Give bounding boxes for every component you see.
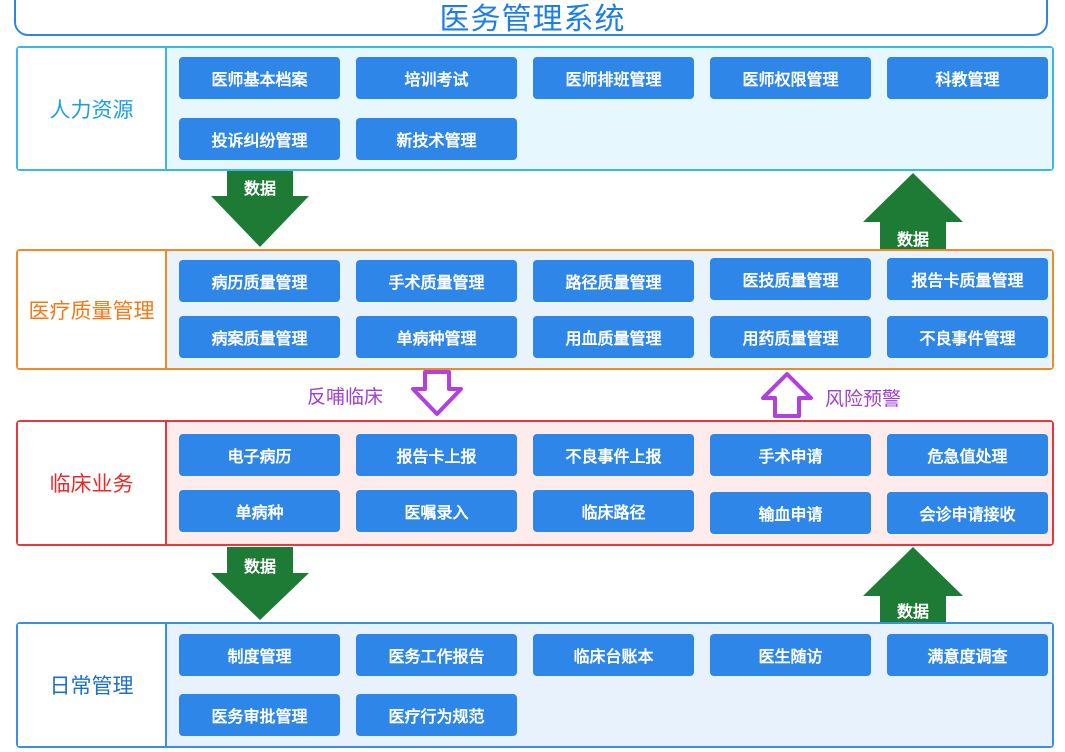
module-button[interactable]: 路径质量管理 [533, 260, 694, 302]
module-button[interactable]: 新技术管理 [356, 118, 517, 160]
module-button[interactable]: 医务审批管理 [179, 694, 340, 736]
risk-warning-label: 风险预警 [825, 388, 902, 410]
module-button[interactable]: 培训考试 [356, 57, 517, 99]
arrow-down-feedback [411, 370, 463, 416]
module-button[interactable]: 手术质量管理 [356, 260, 517, 302]
arrow-label-data: 数据 [896, 602, 929, 621]
module-button[interactable]: 医师排班管理 [533, 57, 694, 99]
module-button[interactable]: 医务工作报告 [356, 634, 517, 676]
module-button[interactable]: 危急值处理 [887, 434, 1048, 476]
section-daily-management: 日常管理 制度管理 医务工作报告 临床台账本 医生随访 满意度调查 医务审批管理… [16, 622, 1054, 748]
section-clinical-business: 临床业务 电子病历 报告卡上报 不良事件上报 手术申请 危急值处理 单病种 医嘱… [16, 420, 1054, 546]
section-label-daily-management: 日常管理 [18, 624, 167, 746]
section-label-clinical-business: 临床业务 [18, 422, 167, 544]
feedback-clinical-label: 反哺临床 [307, 386, 384, 408]
module-button[interactable]: 报告卡上报 [356, 434, 517, 476]
module-button[interactable]: 病历质量管理 [179, 260, 340, 302]
section-label-human-resources: 人力资源 [18, 48, 167, 169]
module-button[interactable]: 输血申请 [710, 492, 871, 534]
section-body-quality-management: 病历质量管理 手术质量管理 路径质量管理 医技质量管理 报告卡质量管理 病案质量… [167, 251, 1052, 368]
title-frame [14, 0, 1048, 36]
section-quality-management: 医疗质量管理 病历质量管理 手术质量管理 路径质量管理 医技质量管理 报告卡质量… [16, 249, 1054, 370]
module-button[interactable]: 投诉纠纷管理 [179, 118, 340, 160]
section-body-daily-management: 制度管理 医务工作报告 临床台账本 医生随访 满意度调查 医务审批管理 医疗行为… [167, 624, 1052, 746]
module-button[interactable]: 临床台账本 [533, 634, 694, 676]
module-button[interactable]: 用血质量管理 [533, 316, 694, 358]
module-button[interactable]: 单病种管理 [356, 316, 517, 358]
module-button[interactable]: 医师基本档案 [179, 57, 340, 99]
section-human-resources: 人力资源 医师基本档案 培训考试 医师排班管理 医师权限管理 科教管理 投诉纠纷… [16, 46, 1054, 171]
module-button[interactable]: 病案质量管理 [179, 316, 340, 358]
module-button[interactable]: 制度管理 [179, 634, 340, 676]
module-button[interactable]: 医疗行为规范 [356, 694, 517, 736]
module-button[interactable]: 临床路径 [533, 490, 694, 532]
section-label-quality-management: 医疗质量管理 [18, 251, 167, 368]
module-button[interactable]: 电子病历 [179, 434, 340, 476]
section-body-clinical-business: 电子病历 报告卡上报 不良事件上报 手术申请 危急值处理 单病种 医嘱录入 临床… [167, 422, 1052, 544]
module-button[interactable]: 不良事件上报 [533, 434, 694, 476]
module-button[interactable]: 科教管理 [887, 57, 1048, 99]
module-button[interactable]: 医生随访 [710, 634, 871, 676]
page-title: 医务管理系统 [439, 2, 626, 37]
arrow-label-data: 数据 [243, 179, 276, 198]
module-button[interactable]: 医师权限管理 [710, 57, 871, 99]
module-button[interactable]: 报告卡质量管理 [887, 258, 1048, 300]
module-button[interactable]: 医技质量管理 [710, 258, 871, 300]
arrow-label-data: 数据 [243, 557, 276, 576]
module-button[interactable]: 手术申请 [710, 434, 871, 476]
section-body-human-resources: 医师基本档案 培训考试 医师排班管理 医师权限管理 科教管理 投诉纠纷管理 新技… [167, 48, 1052, 169]
module-button[interactable]: 不良事件管理 [887, 316, 1048, 358]
module-button[interactable]: 会诊申请接收 [887, 492, 1048, 534]
module-button[interactable]: 满意度调查 [887, 634, 1048, 676]
module-button[interactable]: 单病种 [179, 490, 340, 532]
module-button[interactable]: 医嘱录入 [356, 490, 517, 532]
arrow-label-data: 数据 [896, 230, 929, 249]
arrow-up-risk [761, 372, 813, 418]
module-button[interactable]: 用药质量管理 [710, 316, 871, 358]
